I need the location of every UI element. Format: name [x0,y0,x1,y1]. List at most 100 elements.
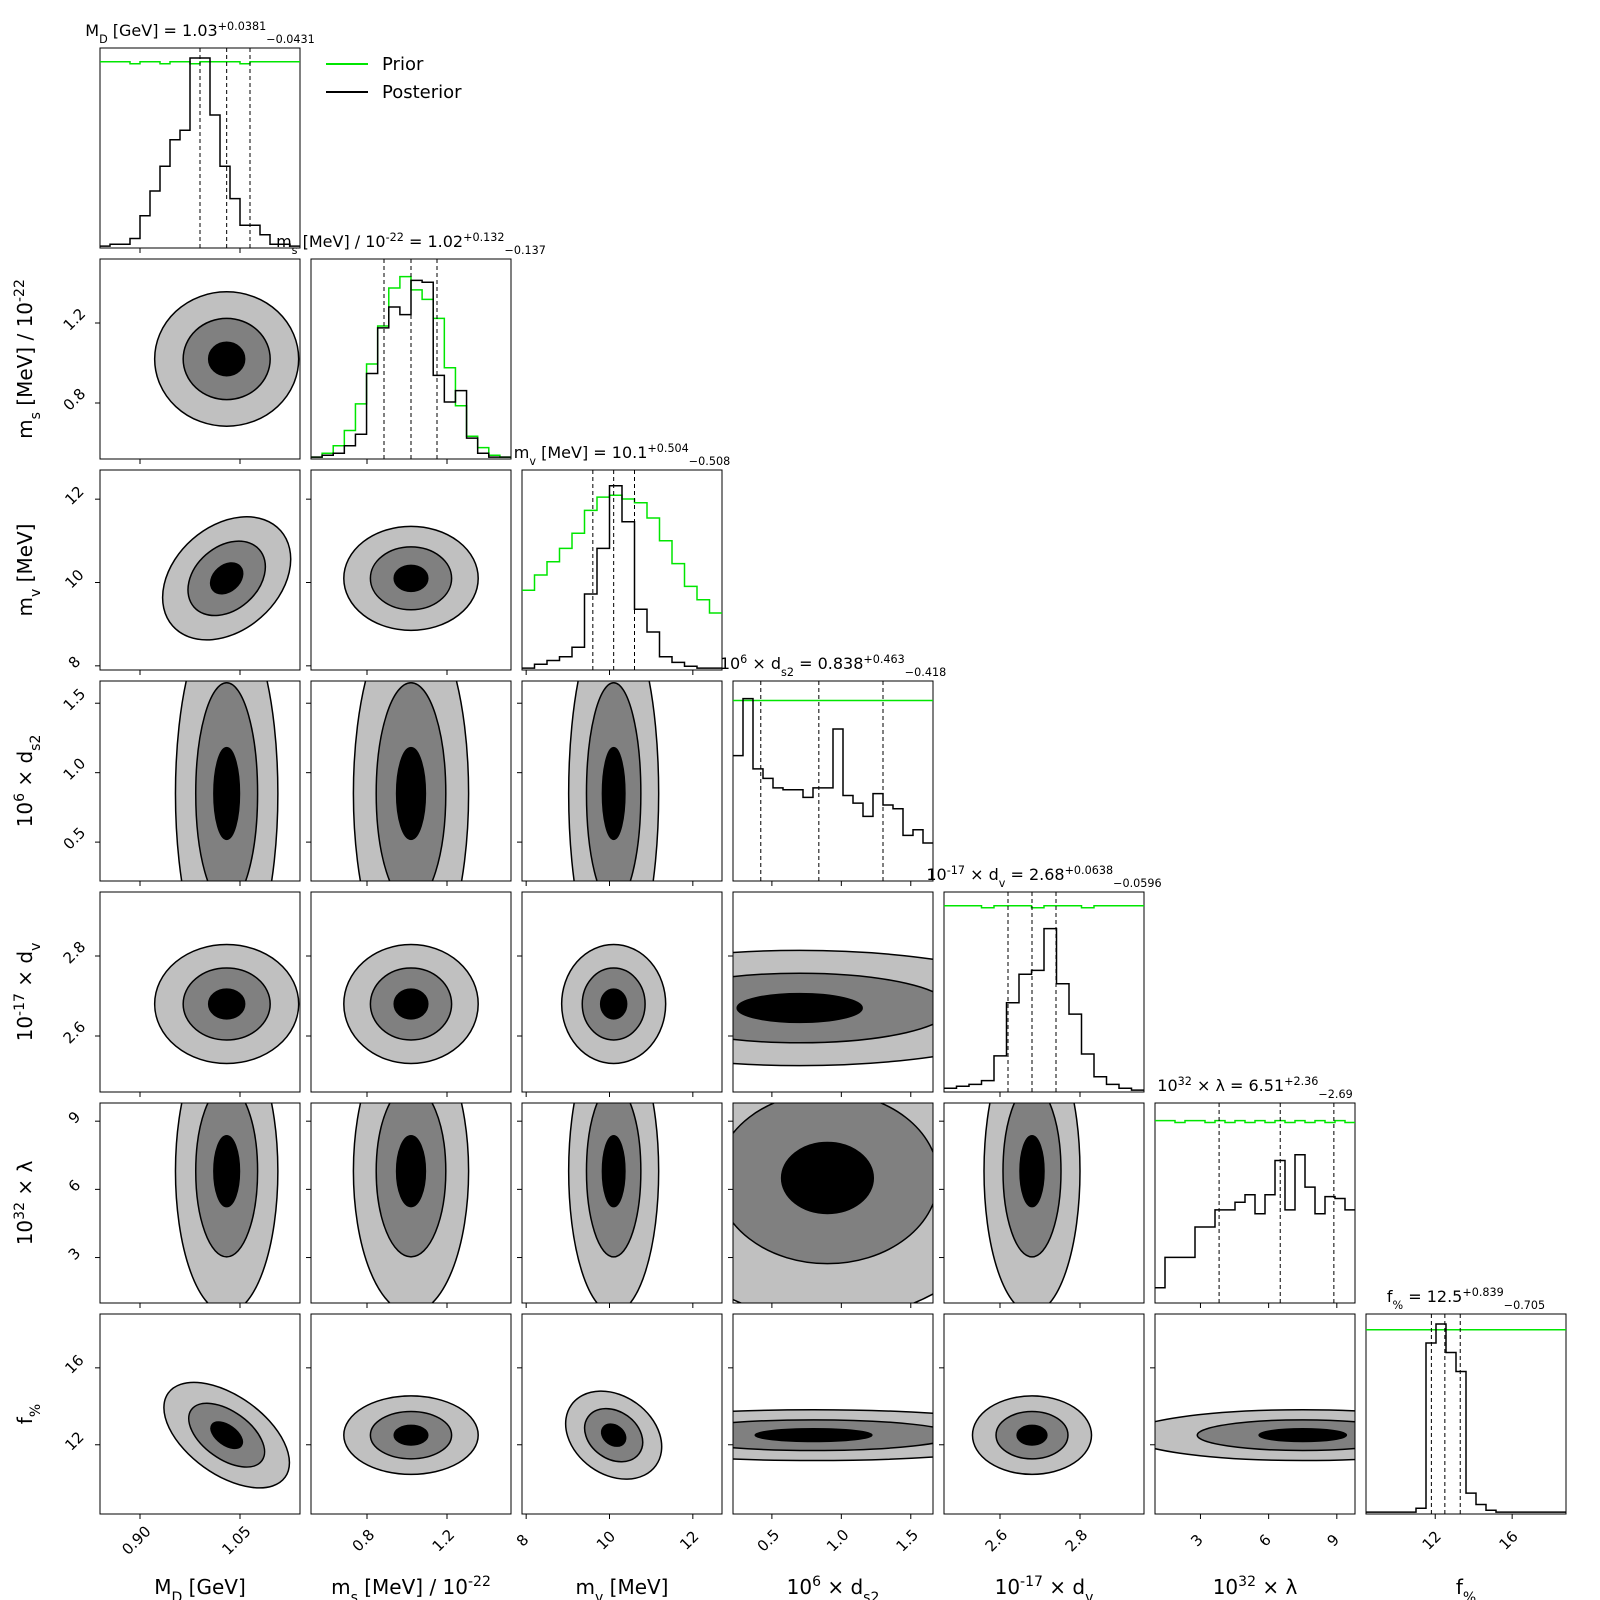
hist-title-4: 10-17 × dv = 2.68+0.0638−0.0596 [926,864,1161,890]
contour-frame-2-4 [521,891,723,1093]
prior-hist-5 [1155,1119,1355,1124]
contour-frame-2-3 [521,680,723,882]
contour-level-3-0-3 [213,746,241,841]
posterior-hist-3 [733,697,933,844]
ytick-label-2-0: 8 [65,653,84,672]
posterior-hist-1 [311,279,511,458]
contour-frame-1-6 [310,1313,512,1515]
xtick-label-2-1: 10 [593,1527,619,1553]
contour-frame-1-2 [310,469,512,671]
y-axis-label-2: mv [MeV] [13,524,44,617]
contour-level-3-1-5 [395,1134,427,1208]
ytick-label-2-1: 10 [61,566,87,592]
x-axis-label-3: 106 × ds2 [787,1574,880,1600]
hist-title-0: MD [GeV] = 1.03+0.0381−0.0431 [85,20,314,46]
contour-frame-1-3 [310,680,512,882]
hist-title-5: 1032 × λ = 6.51+2.36−2.69 [1157,1075,1352,1101]
contour-frame-3-5 [732,1102,934,1304]
posterior-hist-0 [100,57,300,247]
contour-group-1-2 [343,525,479,632]
legend-swatch-prior [326,63,368,65]
xtick-label-6-1: 16 [1496,1527,1522,1553]
contour-group-1-6 [343,1395,479,1476]
ytick-label-3-0: 0.5 [60,824,90,854]
contour-frame-0-1 [99,258,301,460]
contour-frame-0-4 [99,891,301,1093]
y-axis-label-4: 10-17 × dv [12,943,44,1042]
legend-item-posterior: Posterior [326,78,462,106]
ytick-label-1-1: 1.2 [60,305,90,335]
y-axis-label-6: f% [13,1404,44,1424]
ytick-label-5-2: 9 [65,1108,84,1127]
hist-title-6: f% = 12.5+0.839−0.705 [1387,1286,1545,1312]
legend-label-posterior: Posterior [382,81,462,103]
xtick-label-3-1: 1.0 [823,1526,853,1556]
contour-level-3-3-5 [780,1141,875,1215]
contour-level-3-1-6 [393,1424,429,1446]
xtick-label-1-1: 1.2 [429,1526,459,1556]
contour-group-5-6 [1155,1409,1355,1462]
x-axis-label-0: MD [GeV] [154,1575,246,1600]
prior-hist-4 [944,905,1144,909]
contour-level-3-1-2 [393,564,429,593]
contour-level-3-1-4 [393,988,429,1020]
contour-frame-5-6 [1154,1313,1356,1515]
xtick-label-5-1: 6 [1255,1531,1274,1550]
contour-level-3-0-1 [207,341,246,377]
ytick-label-5-1: 6 [65,1176,84,1195]
contour-group-0-5 [174,1103,279,1303]
contour-frame-4-5 [943,1102,1145,1304]
y-axis-label-1: ms [MeV] / 10-22 [12,279,44,439]
contour-frame-4-6 [943,1313,1145,1515]
contour-level-3-0-2 [209,562,244,595]
contour-level-3-0-6 [210,1421,244,1450]
hist-title-1: ms [MeV] / 10-22 = 1.02+0.132−0.137 [276,231,546,257]
hist-title-3: 106 × ds2 = 0.838+0.463−0.418 [720,653,946,679]
contour-group-4-5 [983,1103,1081,1303]
contour-frame-0-2 [99,469,301,671]
contour-level-3-2-4 [599,988,628,1020]
contour-frame-1-4 [310,891,512,1093]
ytick-label-2-2: 12 [61,483,87,509]
x-axis-label-2: mv [MeV] [576,1575,669,1600]
contour-frame-3-4 [732,891,934,1093]
contour-group-0-2 [161,516,292,641]
contour-group-0-4 [153,943,300,1065]
contour-level-3-5-6 [1258,1428,1348,1443]
hist-title-2: mv [MeV] = 10.1+0.504−0.508 [514,442,730,468]
contour-group-0-3 [174,681,279,881]
contour-group-2-4 [560,943,667,1065]
xtick-label-3-0: 0.5 [754,1526,784,1556]
hist-panel-4 [943,891,1145,1093]
contour-frame-1-5 [310,1102,512,1304]
contour-group-1-5 [352,1103,470,1303]
contour-level-3-2-5 [601,1134,626,1208]
contour-group-0-1 [153,291,300,427]
x-axis-label-1: ms [MeV] / 10-22 [331,1574,491,1600]
xtick-label-4-0: 2.6 [982,1526,1012,1556]
contour-frame-3-6 [732,1313,934,1515]
y-axis-label-3: 106 × ds2 [12,735,44,828]
x-axis-label-5: 1032 × λ [1213,1574,1298,1599]
xtick-label-1-0: 0.8 [349,1526,379,1556]
xtick-label-2-2: 12 [676,1527,702,1553]
contour-level-3-2-6 [600,1423,627,1447]
contour-frame-0-6 [99,1313,301,1515]
contour-level-3-3-4 [736,992,863,1024]
posterior-hist-6 [1366,1323,1566,1513]
x-axis-label-4: 10-17 × dv [995,1574,1094,1600]
contour-frame-2-6 [521,1313,723,1515]
xtick-label-0-1: 1.05 [218,1522,254,1558]
contour-group-2-6 [564,1390,663,1480]
xtick-label-6-0: 12 [1419,1527,1445,1553]
ytick-label-4-1: 2.8 [60,938,90,968]
xtick-label-5-2: 9 [1324,1531,1343,1550]
xtick-label-0-0: 0.90 [118,1522,154,1558]
contour-level-3-2-3 [601,746,626,841]
legend-label-prior: Prior [382,53,424,75]
xtick-label-5-0: 3 [1187,1531,1206,1550]
ytick-label-6-0: 12 [61,1428,87,1454]
posterior-hist-2 [522,484,722,669]
posterior-hist-4 [944,927,1144,1091]
xtick-label-3-2: 1.5 [892,1526,922,1556]
